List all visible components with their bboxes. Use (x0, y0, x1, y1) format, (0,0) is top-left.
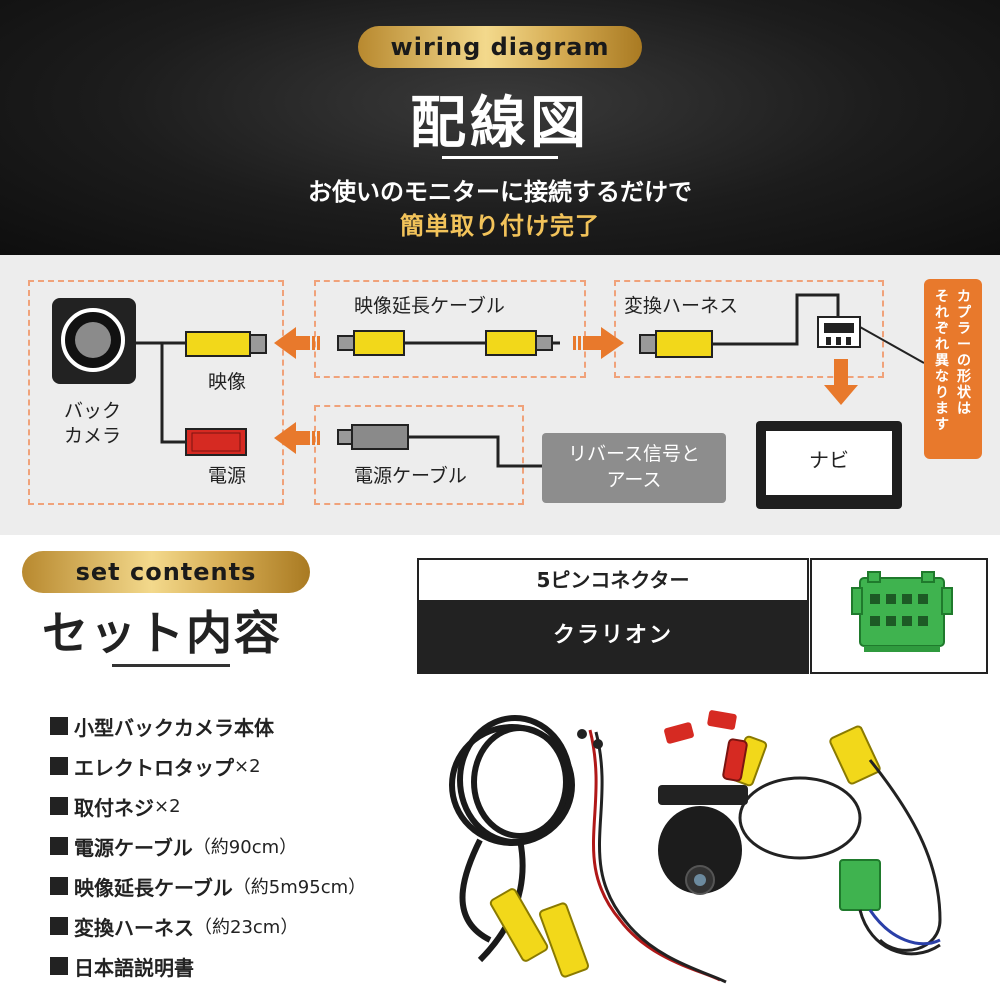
camera-lens-ring (61, 308, 125, 372)
title-divider (442, 156, 558, 159)
camera-video-rca (185, 331, 267, 357)
camera-power-plug (185, 428, 247, 456)
camera-lens (75, 322, 111, 358)
extension-cable-label: 映像延長ケーブル (354, 295, 505, 317)
reverse-signal-line1: リバース信号と (567, 443, 701, 465)
arrow-to-camera-video (274, 327, 320, 359)
list-item: エレクトロタップ×2 (50, 746, 366, 786)
harness-loop (738, 759, 942, 952)
green-5pin-connector-image (810, 558, 988, 674)
list-item: 変換ハーネス（約23cm） (50, 906, 366, 946)
callout-text-col2: それぞれ異なります (935, 289, 949, 433)
header-highlight: 簡単取り付け完了 (400, 212, 600, 240)
electro-taps (664, 710, 737, 744)
video-label: 映像 (208, 371, 247, 393)
yellow-rca-plugs (489, 725, 881, 978)
harness-label: 変換ハーネス (624, 295, 739, 317)
arrow-to-harness (573, 327, 624, 359)
camera-label-line1: バック (64, 400, 122, 422)
camera-label-line2: カメラ (64, 425, 122, 447)
list-item: 小型バックカメラ本体 (50, 706, 366, 746)
power-label: 電源 (208, 465, 247, 487)
bullet-square-icon (50, 757, 68, 775)
wiring-diagram-badge: wiring diagram (358, 26, 642, 68)
bullet-square-icon (50, 957, 68, 975)
harness-green-connector (839, 859, 941, 956)
set-contents-title: セット内容 (42, 606, 282, 660)
header-subtitle: お使いのモニターに接続するだけで (308, 178, 692, 206)
power-wires (588, 729, 727, 984)
header-banner: wiring diagram 配線図 お使いのモニターに接続するだけで 簡単取り… (0, 0, 1000, 255)
camera-cable (136, 341, 186, 444)
extension-cable (337, 330, 560, 356)
bullet-square-icon (50, 797, 68, 815)
callout-text-col1: カプラーの形状は (957, 289, 971, 417)
list-item: 取付ネジ×2 (50, 786, 366, 826)
wiring-graphics (136, 293, 925, 468)
harness-cable (639, 293, 925, 364)
set-contents-divider (112, 664, 230, 667)
product-kit-photo (449, 710, 942, 984)
list-item: 電源ケーブル（約90cm） (50, 826, 366, 866)
connector-brand-label: クラリオン (419, 600, 807, 672)
extension-cable-group (314, 280, 586, 378)
power-cable (337, 424, 544, 468)
bullet-square-icon (50, 917, 68, 935)
connector-pin-label: 5ピンコネクター (419, 560, 807, 600)
arrow-to-navi (824, 359, 858, 405)
power-cable-group (314, 405, 524, 505)
bullet-square-icon (50, 837, 68, 855)
navi-monitor-icon: ナビ (756, 421, 902, 509)
coupler-note-callout: カプラーの形状は それぞれ異なります (924, 279, 982, 459)
mounting-screws (577, 729, 603, 749)
arrow-to-camera-power (274, 422, 320, 454)
back-camera-unit (658, 785, 748, 895)
camera-group (28, 280, 284, 505)
bullet-square-icon (50, 877, 68, 895)
bullet-square-icon (50, 717, 68, 735)
connector-5pin-icon (851, 571, 953, 652)
set-contents-list: 小型バックカメラ本体 エレクトロタップ×2 取付ネジ×2 電源ケーブル（約90c… (50, 706, 366, 986)
reverse-signal-box: リバース信号と アース (542, 433, 726, 503)
power-cable-label: 電源ケーブル (354, 465, 467, 487)
list-item: 映像延長ケーブル（約5m95cm） (50, 866, 366, 906)
connector-info-table: 5ピンコネクター クラリオン (417, 558, 809, 674)
set-contents-badge: set contents (22, 551, 310, 593)
back-camera-icon (52, 298, 136, 384)
reverse-signal-line2: アース (606, 469, 662, 491)
harness-group (614, 280, 884, 378)
wiring-diagram: バック カメラ 映像 電源 映像延長ケーブル 変換ハーネス 電源ケーブル リバー… (0, 255, 1000, 535)
page-title: 配線図 (410, 91, 590, 156)
list-item: 日本語説明書 (50, 946, 366, 986)
navi-label: ナビ (766, 431, 892, 495)
